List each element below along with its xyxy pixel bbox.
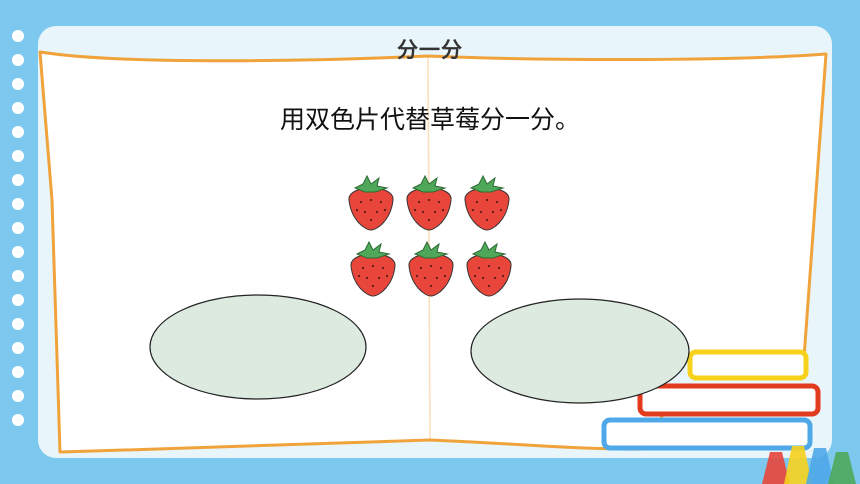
binder-hole [12,222,24,234]
binder-hole [12,102,24,114]
pencil-icon [762,452,790,484]
binder-hole [12,390,24,402]
binder-hole [12,174,24,186]
binder-hole [12,30,24,42]
binder-holes [12,30,26,450]
binder-hole [12,414,24,426]
binder-hole [12,150,24,162]
strawberry-icon [406,174,452,231]
binder-hole [12,246,24,258]
pencil-icon [828,452,856,484]
pencils [762,446,856,484]
binder-hole [12,294,24,306]
strawberry-icon [348,174,394,231]
group-oval-right [470,298,690,404]
strawberry-icon [408,240,454,297]
binder-hole [12,318,24,330]
binder-hole [12,342,24,354]
instruction-text: 用双色片代替草莓分一分。 [279,105,580,134]
strawberry-icon [464,174,510,231]
binder-hole [12,126,24,138]
pencil-icon [784,446,812,484]
strawberry-icon [350,240,396,297]
binder-hole [12,78,24,90]
strawberry-icon [466,240,512,297]
pencil-icon [806,448,834,484]
book-stack [601,349,821,451]
book-blue [601,417,813,451]
binder-hole [12,198,24,210]
binder-hole [12,366,24,378]
binder-hole [12,270,24,282]
book-yellow [687,349,809,381]
group-oval-left [149,294,367,400]
strawberry-group [348,174,512,297]
binder-hole [12,54,24,66]
book-red [637,383,821,417]
page-title: 分一分 [397,38,463,62]
